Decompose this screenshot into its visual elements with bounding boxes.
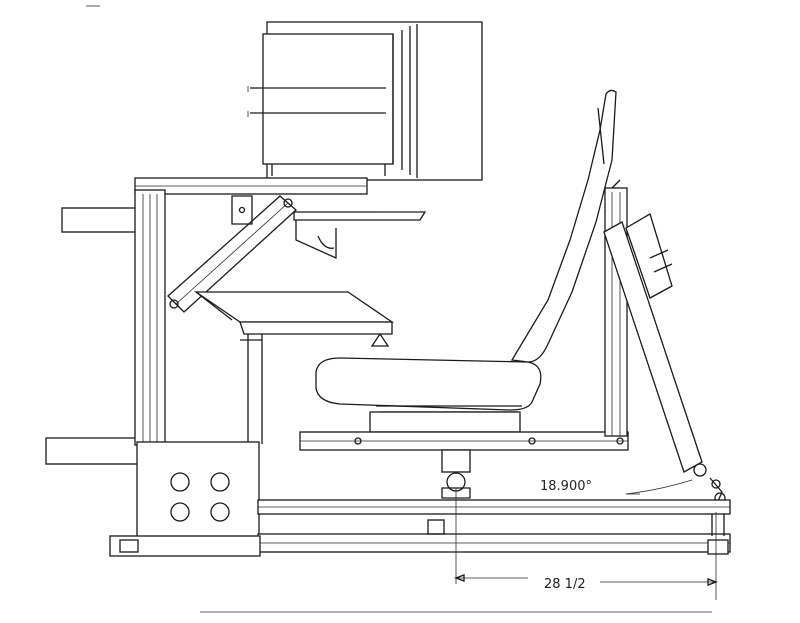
top-cross-bar	[134, 177, 368, 195]
rear-actuator	[603, 213, 727, 513]
angle-dimension: 18.900°	[540, 479, 693, 495]
length-label: 28 1/2	[544, 577, 586, 592]
upper-stub-tube	[61, 207, 139, 233]
angle-label: 18.900°	[540, 479, 592, 494]
seat	[315, 89, 617, 433]
keyboard-tray	[193, 291, 395, 444]
rear-upright	[604, 179, 628, 437]
length-dimension: 28 1/2	[454, 488, 718, 600]
front-upright	[134, 189, 166, 446]
monitor-assembly	[247, 21, 483, 181]
seat-pivot	[441, 449, 471, 499]
lower-stub-tube	[45, 437, 139, 465]
diagonal-brace	[167, 195, 297, 313]
base-frame	[109, 499, 731, 557]
wheel-mount-bracket	[231, 195, 427, 260]
seat-rail	[299, 431, 629, 451]
